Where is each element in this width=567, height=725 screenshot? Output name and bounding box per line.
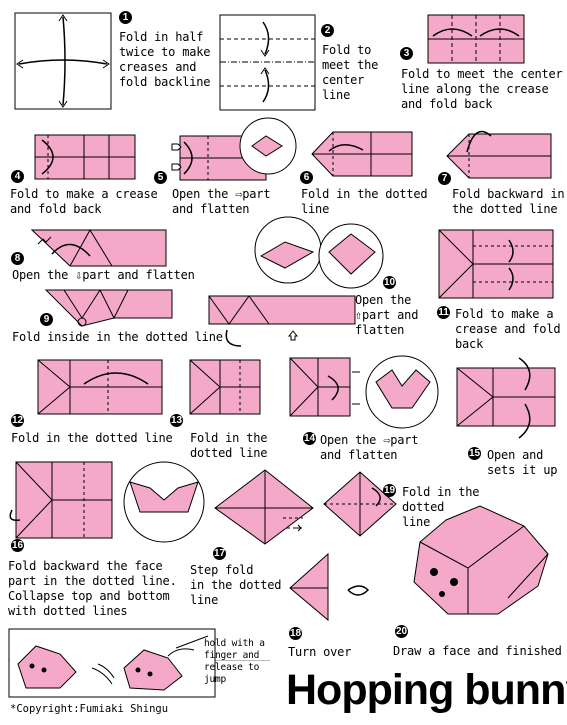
step-5-text: Open the ⇨part and flatten	[172, 187, 271, 216]
hop-instruction-note: hold with a finger and release to jump	[204, 638, 265, 685]
copyright-text: *Copyright:Fumiaki Shingu	[10, 703, 169, 715]
step-3-number: 3	[400, 47, 413, 60]
step-15-number: 15	[468, 447, 481, 460]
step-14-diagram	[289, 355, 439, 429]
step-10-diagram	[208, 216, 384, 347]
step-16-diagram	[9, 461, 205, 543]
step-9-diagram	[44, 289, 173, 327]
step-6-diagram	[311, 131, 413, 177]
step-17-number: 17	[213, 547, 226, 560]
step-9-text: Fold inside in the dotted line	[12, 330, 223, 344]
step-18-diagram	[289, 552, 370, 622]
step-20-text: Draw a face and finished	[393, 644, 562, 658]
step-10-number: 10	[383, 276, 396, 289]
step-13-number: 13	[170, 414, 183, 427]
step-7-text: Fold backward in the dotted line	[452, 187, 565, 216]
step-6-number: 6	[300, 171, 313, 184]
hop-demo-illustration	[8, 628, 216, 698]
step-19-number: 19	[383, 484, 396, 497]
step-4-number: 4	[11, 170, 24, 183]
step-11-text: Fold to make a crease and fold back	[455, 307, 561, 351]
step-14-text: Open the ⇨part and flatten	[320, 433, 419, 462]
step-20-number: 20	[395, 625, 408, 638]
step-15-diagram	[456, 357, 556, 439]
step-4-diagram	[34, 134, 136, 180]
step-6-text: Fold in the dotted line	[301, 187, 428, 216]
step-7-number: 7	[438, 172, 451, 185]
step-3-diagram	[427, 14, 525, 64]
step-9-number: 9	[40, 313, 53, 326]
step-8-number: 8	[11, 252, 24, 265]
step-1-diagram	[14, 12, 112, 110]
step-16-text: Fold backward the face part in the dotte…	[8, 559, 177, 618]
step-7-diagram	[446, 130, 552, 179]
step-5-number: 5	[154, 171, 167, 184]
step-2-text: Fold to meet the center line	[322, 43, 379, 102]
step-11-number: 11	[437, 306, 450, 319]
step-2-diagram	[219, 14, 316, 111]
step-19-text: Fold in the dotted line	[402, 485, 480, 529]
step-8-text: Open the ⇩part and flatten	[12, 268, 195, 282]
step-2-number: 2	[321, 24, 334, 37]
page-title: Hopping bunny	[286, 666, 567, 714]
step-10-text: Open the ⇧part and flatten	[355, 293, 419, 337]
step-17-text: Step fold in the dotted line	[190, 563, 282, 607]
finished-bunny-illustration	[413, 505, 549, 615]
step-18-text: Turn over	[288, 645, 352, 659]
step-5-diagram	[171, 117, 297, 181]
step-14-number: 14	[303, 432, 316, 445]
step-8-diagram	[30, 229, 167, 267]
step-3-text: Fold to meet the center line along the c…	[401, 67, 563, 111]
step-12-number: 12	[11, 414, 24, 427]
step-12-diagram	[37, 359, 163, 415]
step-12-text: Fold in the dotted line	[11, 431, 173, 445]
step-13-diagram	[189, 359, 261, 415]
step-18-number: 18	[289, 627, 302, 640]
step-1-number: 1	[119, 11, 132, 24]
step-13-text: Fold in the dotted line	[190, 431, 268, 460]
step-1-text: Fold in half twice to make creases and f…	[119, 30, 211, 89]
step-17-diagram	[214, 469, 314, 545]
step-11-diagram	[438, 229, 554, 299]
step-16-number: 16	[11, 539, 24, 552]
step-15-text: Open and sets it up	[487, 448, 558, 477]
step-4-text: Fold to make a crease and fold back	[10, 187, 158, 216]
step-19-diagram	[323, 471, 397, 537]
